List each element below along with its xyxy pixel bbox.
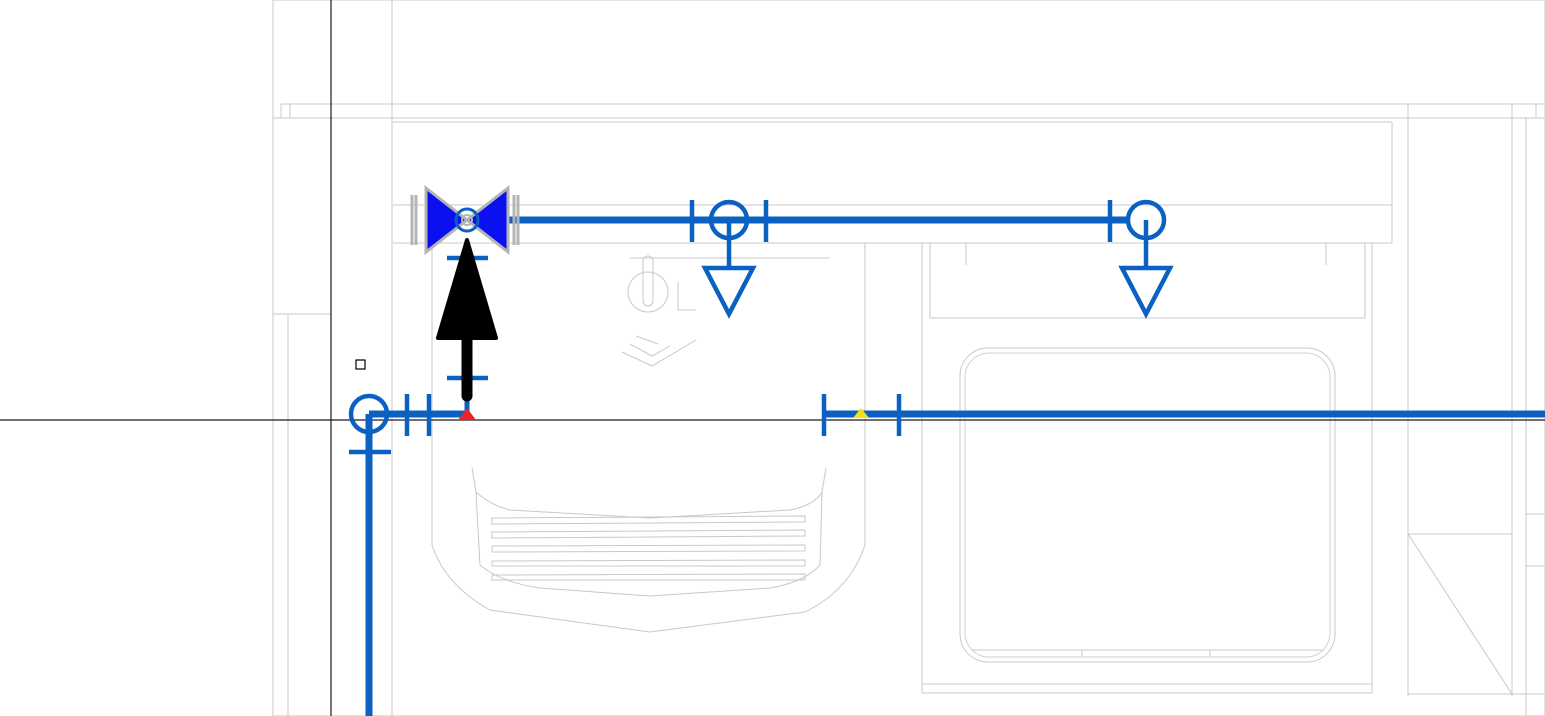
cabinet-outline: [272, 0, 1545, 716]
elbow-up-2[interactable]: [1118, 199, 1174, 319]
connector-end-yellow-icon[interactable]: [853, 408, 869, 418]
sink-outline: [431, 243, 866, 633]
drop-symbol-2: [1118, 265, 1174, 319]
elbow-up-1[interactable]: [701, 199, 757, 319]
gate-valve-icon[interactable]: [410, 184, 520, 256]
drop-symbol-1: [701, 265, 757, 319]
pipe-network: [348, 199, 1545, 716]
connector-end-red-icon[interactable]: [458, 408, 476, 420]
range-outline: [959, 347, 1336, 663]
flow-direction-arrow-icon[interactable]: [436, 238, 498, 402]
pick-box-grip[interactable]: [355, 359, 366, 370]
background-linework: [272, 0, 1545, 716]
